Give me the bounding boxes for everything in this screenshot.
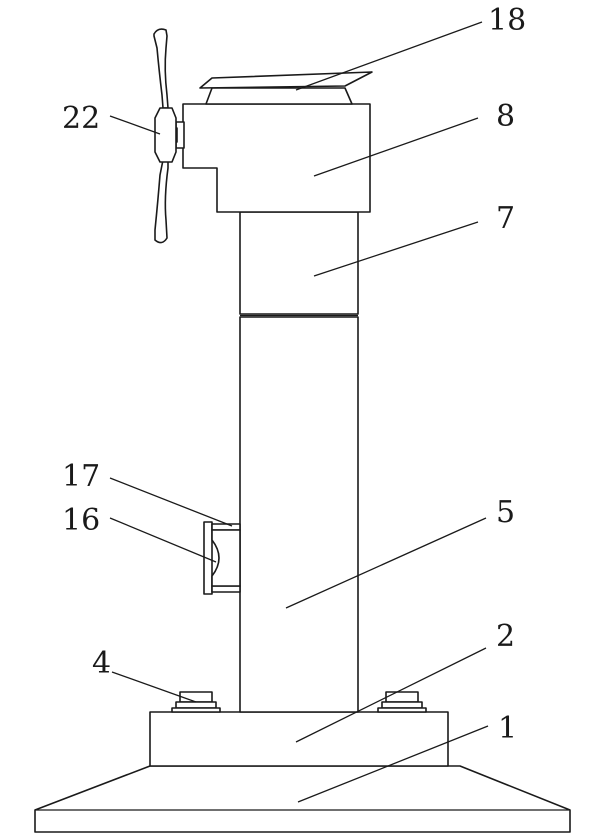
upper-column: [239, 211, 359, 315]
callout-16: 16: [62, 503, 100, 538]
callout-18: 18: [488, 3, 526, 38]
base-trapezoid: [34, 765, 571, 833]
leader-18: [295, 21, 483, 91]
callout-7: 7: [496, 201, 515, 236]
callout-17: 17: [62, 459, 100, 494]
callout-4: 4: [92, 646, 111, 681]
lower-column: [239, 316, 359, 713]
leader-7: [313, 221, 479, 277]
callout-1: 1: [498, 711, 517, 746]
leader-2: [295, 647, 487, 743]
leader-16: [109, 517, 217, 563]
callout-8: 8: [496, 99, 515, 134]
leader-22: [109, 115, 161, 135]
bolt-right: [377, 691, 427, 713]
base-block: [149, 711, 449, 767]
callout-5: 5: [496, 495, 515, 530]
callout-22: 22: [62, 101, 100, 136]
callout-2: 2: [496, 619, 515, 654]
top-dome: [205, 87, 353, 105]
leader-1: [297, 725, 489, 803]
top-lid: [199, 71, 373, 89]
hand-wheel: [153, 28, 185, 244]
leader-17: [109, 477, 233, 527]
leader-4: [111, 671, 197, 703]
leader-8: [313, 117, 479, 177]
leader-5: [285, 517, 487, 609]
head-housing: [182, 103, 371, 213]
side-clamp: [203, 521, 241, 595]
